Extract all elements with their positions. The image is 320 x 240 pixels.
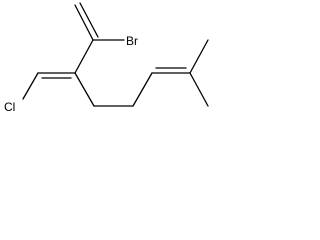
bond-cbr-ccentral [74,39,94,74]
bond-chain-1 [74,72,95,107]
atom-label-bromine: Br [126,34,138,48]
bond-chain-3 [132,72,153,107]
molecule-structure: Br Cl [4,2,209,114]
bond-ch2-cbr [74,4,94,41]
bond-ch2-cbr-double [79,2,99,38]
bond-methyl-down [189,72,209,107]
bond-methyl-up [189,39,209,74]
bond-ch-cl [22,72,39,100]
atom-label-chlorine: Cl [4,100,15,114]
